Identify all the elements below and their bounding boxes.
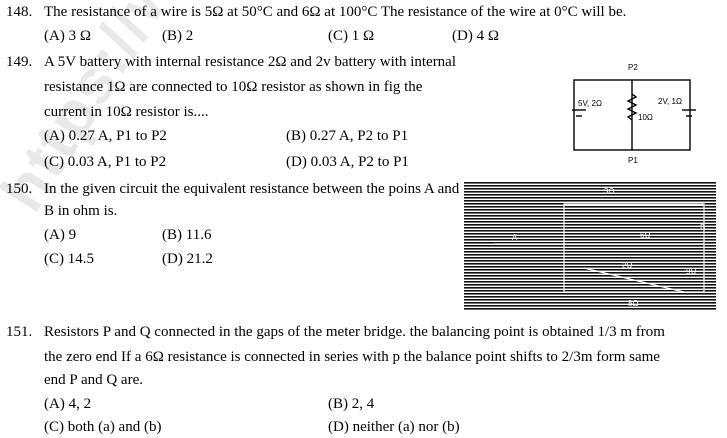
q151-option-c: (C) both (a) and (b) <box>44 419 162 435</box>
question-148-text: The resistance of a wire is 5Ω at 50°C a… <box>44 4 627 20</box>
question-150-line1: In the given circuit the equivalent resi… <box>44 181 460 197</box>
q148-option-a: (A) 3 Ω <box>44 28 91 44</box>
label-battery-5v: 5V, 2Ω <box>578 99 602 108</box>
question-149-number: 149. <box>6 54 33 70</box>
label-2-ohm: 2Ω <box>622 261 632 270</box>
question-151-line1: Resistors P and Q connected in the gaps … <box>44 324 665 340</box>
label-a: A <box>512 233 518 242</box>
label-9-ohm: 9Ω <box>686 267 696 276</box>
question-149-line3: current in 10Ω resistor is.... <box>44 104 209 120</box>
question-149-line2: resistance 1Ω are connected to 10Ω resis… <box>44 79 423 95</box>
q151-option-d: (D) neither (a) nor (b) <box>328 419 460 435</box>
q150-option-b: (B) 11.6 <box>162 227 212 243</box>
question-151-line3: end P and Q are. <box>44 372 143 388</box>
wire-diagonal <box>583 267 685 293</box>
q148-option-d: (D) 4 Ω <box>452 28 499 44</box>
question-148-number: 148. <box>6 4 33 20</box>
label-8-ohm: 8Ω <box>628 299 638 308</box>
q149-option-b: (B) 0.27 A, P2 to P1 <box>286 128 409 144</box>
q150-option-d: (D) 21.2 <box>162 251 213 267</box>
q150-option-c: (C) 14.5 <box>44 251 94 267</box>
q149-option-c: (C) 0.03 A, P1 to P2 <box>44 154 167 170</box>
question-150-line2: B in ohm is. <box>44 203 118 219</box>
circuit-figure-150: 3Ω 6Ω A 9Ω 2Ω B 8Ω <box>464 182 716 310</box>
label-b: B <box>700 223 705 232</box>
circuit-figure-149: P2 P1 5V, 2Ω 2V, 1Ω 10Ω <box>572 63 696 165</box>
label-p2: P2 <box>628 63 638 72</box>
resistor-10-ohm-symbol <box>626 93 638 121</box>
question-149-line1: A 5V battery with internal resistance 2Ω… <box>44 54 457 70</box>
label-6-ohm: 6Ω <box>640 231 650 240</box>
q148-option-c: (C) 1 Ω <box>328 28 375 44</box>
question-151-line2: the zero end If a 6Ω resistance is conne… <box>44 349 660 365</box>
scan-background <box>464 182 716 310</box>
q151-option-b: (B) 2, 4 <box>328 396 375 412</box>
q150-option-a: (A) 9 <box>44 227 77 243</box>
label-p1: P1 <box>628 156 638 165</box>
q148-option-b: (B) 2 <box>162 28 194 44</box>
q151-option-a: (A) 4, 2 <box>44 396 92 412</box>
label-3-ohm: 3Ω <box>604 187 614 196</box>
q149-option-a: (A) 0.27 A, P1 to P2 <box>44 128 167 144</box>
label-battery-2v: 2V, 1Ω <box>658 97 682 106</box>
label-resistor-10: 10Ω <box>638 113 653 122</box>
question-150-number: 150. <box>6 181 33 197</box>
question-151-number: 151. <box>6 324 33 340</box>
q149-option-d: (D) 0.03 A, P2 to P1 <box>286 154 409 170</box>
